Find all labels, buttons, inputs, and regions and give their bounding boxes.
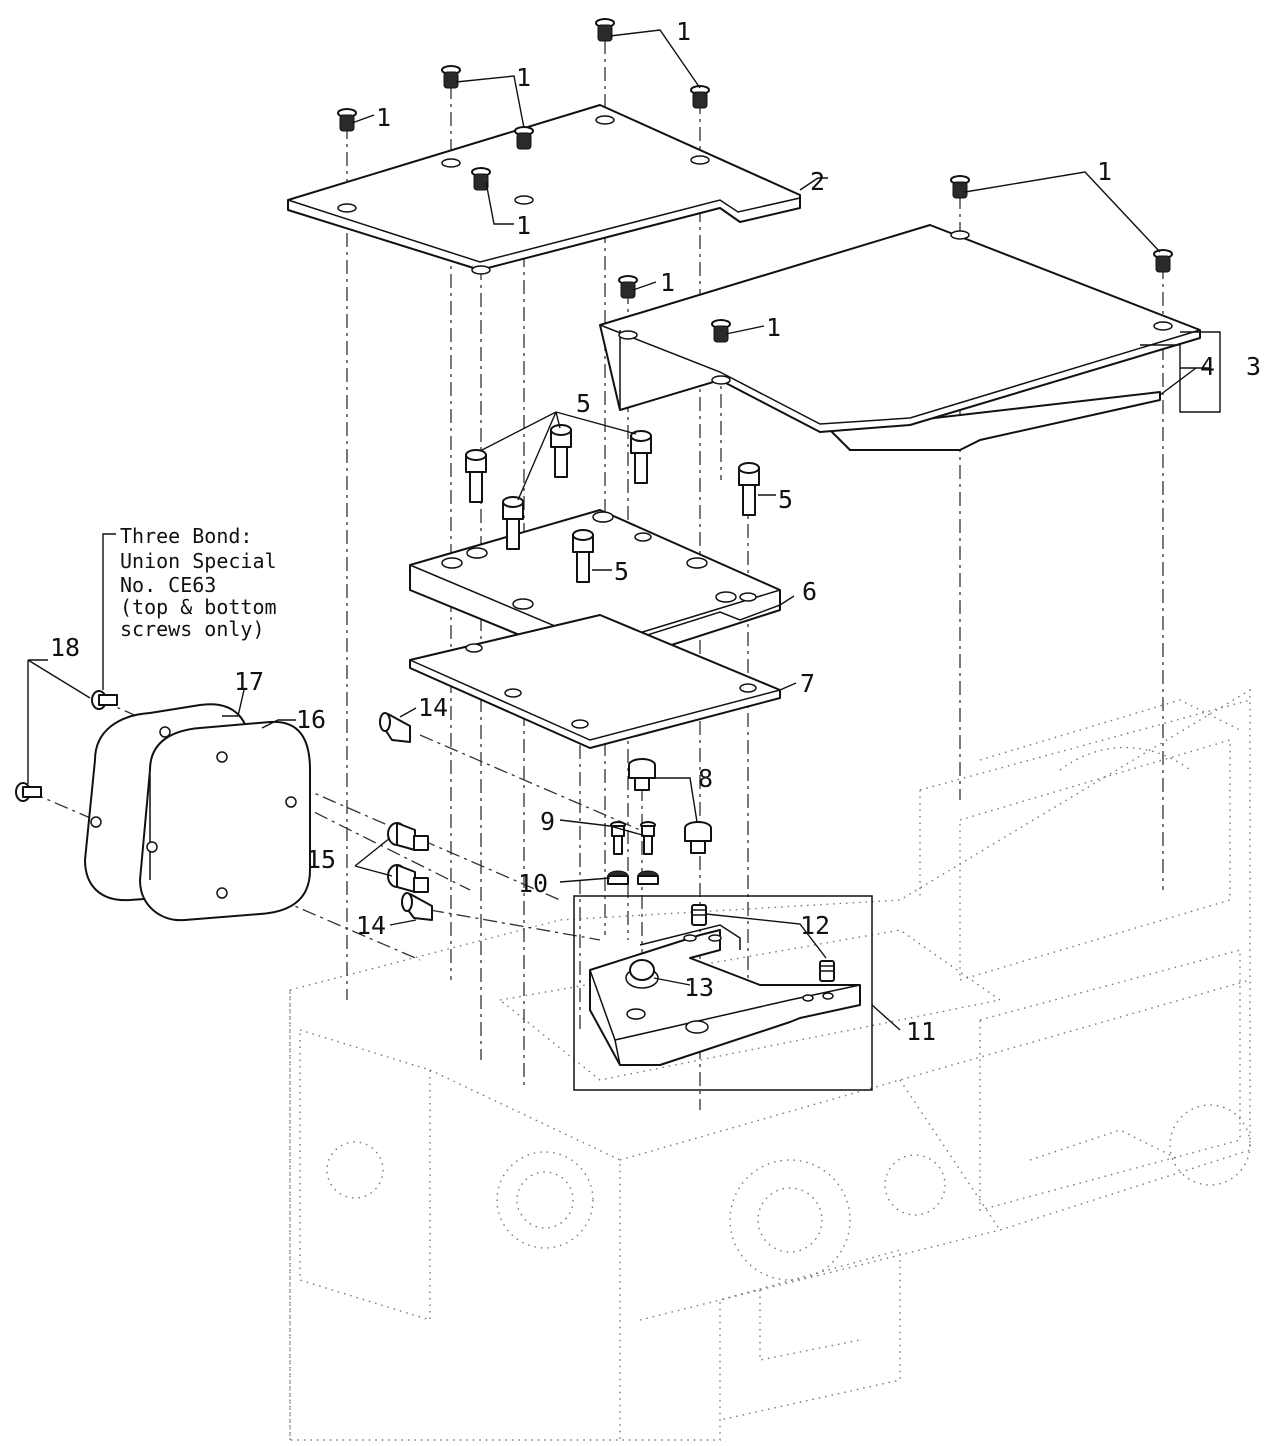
cover-plate-2 xyxy=(287,104,801,275)
nut-10 xyxy=(607,870,629,885)
stud-15 xyxy=(387,822,429,851)
label-1: 1 xyxy=(660,268,675,297)
note-line-4: (top & bottom xyxy=(120,595,277,619)
label-8: 8 xyxy=(698,764,713,793)
cap-screws-5 xyxy=(465,424,760,583)
screw-18 xyxy=(15,782,42,802)
cap-screw-5 xyxy=(572,529,594,583)
stud-15 xyxy=(387,864,429,893)
set-screws-12 xyxy=(691,904,835,982)
screws-9 xyxy=(610,821,656,855)
bushings-14 xyxy=(379,712,433,921)
screw-8 xyxy=(628,758,656,791)
screw-1 xyxy=(690,85,710,109)
screw-18 xyxy=(91,690,118,710)
cover-16 xyxy=(139,720,311,922)
assembly-11-box xyxy=(573,895,873,1091)
cap-screw-5 xyxy=(502,496,524,550)
screw-9 xyxy=(610,821,626,855)
machine-housing-phantom xyxy=(289,688,1251,1441)
label-6: 6 xyxy=(802,577,817,606)
label-4: 4 xyxy=(1200,352,1215,381)
label-1: 1 xyxy=(516,63,531,92)
screw-1 xyxy=(471,167,491,191)
cap-screw-5 xyxy=(630,430,652,484)
label-15: 15 xyxy=(306,845,336,874)
screw-1 xyxy=(618,275,638,299)
label-1: 1 xyxy=(376,103,391,132)
note-line-1: Three Bond: xyxy=(120,524,252,548)
label-9: 9 xyxy=(540,807,555,836)
screws-1 xyxy=(337,18,1173,343)
note-line-5: screws only) xyxy=(120,617,265,641)
cap-screw-5 xyxy=(465,449,487,503)
label-2: 2 xyxy=(810,167,825,196)
label-14: 14 xyxy=(356,911,386,940)
label-1: 1 xyxy=(766,313,781,342)
note-line-2: Union Special xyxy=(120,549,277,573)
label-12: 12 xyxy=(800,911,830,940)
label-5: 5 xyxy=(614,557,629,586)
label-1: 1 xyxy=(676,17,691,46)
label-17: 17 xyxy=(234,667,264,696)
cap-screw-5 xyxy=(550,424,572,478)
block-6 xyxy=(409,509,781,669)
adhesive-note: Three Bond: Union Special No. CE63 (top … xyxy=(120,524,277,641)
bushing-14 xyxy=(401,892,433,921)
screws-8 xyxy=(628,758,712,854)
note-line-3: No. CE63 xyxy=(120,573,216,597)
screw-9 xyxy=(640,821,656,855)
gasket-7 xyxy=(409,614,781,749)
label-11: 11 xyxy=(906,1017,936,1046)
screws-18 xyxy=(15,690,118,802)
screw-1 xyxy=(441,65,461,89)
label-14: 14 xyxy=(418,693,448,722)
studs-15 xyxy=(387,822,429,893)
callout-labels: 1 1 1 1 1 1 1 2 4 3 5 5 5 6 7 8 9 10 11 … xyxy=(50,17,1261,1046)
label-1: 1 xyxy=(1097,157,1112,186)
label-1: 1 xyxy=(516,211,531,240)
screw-8 xyxy=(684,821,712,854)
nuts-10 xyxy=(607,870,659,885)
screw-1 xyxy=(514,126,534,150)
bushing-14 xyxy=(379,712,411,743)
nut-10 xyxy=(637,870,659,885)
cap-screw-5 xyxy=(738,462,760,516)
label-3: 3 xyxy=(1246,352,1261,381)
screw-1 xyxy=(711,319,731,343)
cover-plate-3 xyxy=(599,224,1201,451)
leader-lines xyxy=(27,29,1221,1031)
label-7: 7 xyxy=(800,669,815,698)
label-18: 18 xyxy=(50,633,80,662)
screw-1 xyxy=(1153,249,1173,273)
set-screw-12 xyxy=(819,960,835,982)
label-16: 16 xyxy=(296,705,326,734)
label-10: 10 xyxy=(518,869,548,898)
set-screw-12 xyxy=(691,904,707,926)
screw-1 xyxy=(595,18,615,42)
label-13: 13 xyxy=(684,973,714,1002)
label-5: 5 xyxy=(576,389,591,418)
pin-13 xyxy=(629,959,655,981)
screw-1 xyxy=(337,108,357,132)
screw-1 xyxy=(950,175,970,199)
label-5: 5 xyxy=(778,485,793,514)
